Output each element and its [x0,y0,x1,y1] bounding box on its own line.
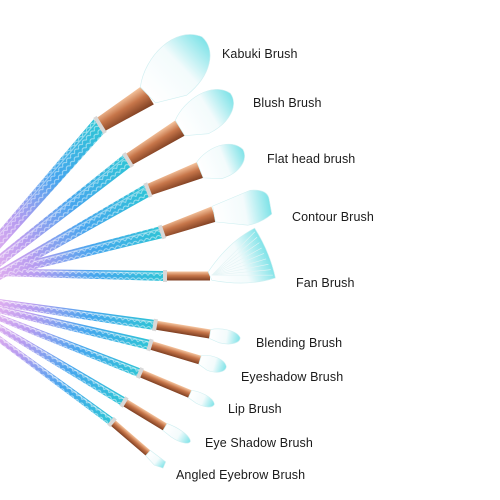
brush-handle [0,268,166,281]
label-blending-brush: Blending Brush [256,336,343,350]
brush-handle [0,307,142,378]
brush-lip-brush [0,307,215,408]
brush-handle [0,154,133,280]
brush-ferrule [143,162,204,198]
label-contour-brush: Contour Brush [292,210,374,224]
label-eyeshadow-brush: Eyeshadow Brush [241,370,344,384]
brush-ferrule [152,318,211,339]
brush-handle [0,301,152,350]
brush-blending-brush [0,296,241,345]
label-eye-shadow-brush: Eye Shadow Brush [205,436,313,450]
brush-ferrule [107,416,151,456]
label-kabuki-brush: Kabuki Brush [222,47,298,61]
brush-blush-brush [0,89,234,280]
brush-bristles [145,449,167,469]
label-blush-brush: Blush Brush [253,96,322,110]
brush-contour-brush [0,189,273,283]
brush-ferrule [93,85,154,135]
brush-ferrule [157,206,217,240]
brush-handle [0,119,107,266]
brush-bristles [208,328,241,345]
brush-handle [0,184,152,290]
brush-angled-eyebrow-brush [0,322,167,469]
brush-bristles [212,189,273,226]
brush-ferrule [119,396,168,431]
brush-flat-head-brush [0,143,245,290]
brush-ferrule [136,367,192,398]
brush-fan-brush [0,227,276,284]
brush-kabuki-brush [0,34,211,266]
brush-eye-shadow-brush [0,313,191,444]
label-fan-brush: Fan Brush [296,276,355,290]
brush-bristles [207,227,276,284]
brush-bristles [174,89,234,136]
brush-eyeshadow-brush [0,301,227,373]
label-lip-brush: Lip Brush [228,402,282,416]
brush-handle [0,313,127,406]
brush-bristles [196,143,245,179]
label-angled-eyebrow-brush: Angled Eyebrow Brush [176,468,306,482]
label-flat-head-brush: Flat head brush [267,152,356,166]
brush-handle [0,322,115,426]
brush-bristles [140,34,211,104]
brush-bristles [187,390,215,408]
brush-ferrule [122,120,185,168]
brush-bristles [162,423,191,444]
brush-ferrule [146,338,202,365]
brush-ferrule [163,270,210,282]
brush-handle [0,296,156,330]
brushes-group [0,34,276,469]
brush-bristles [198,355,227,373]
